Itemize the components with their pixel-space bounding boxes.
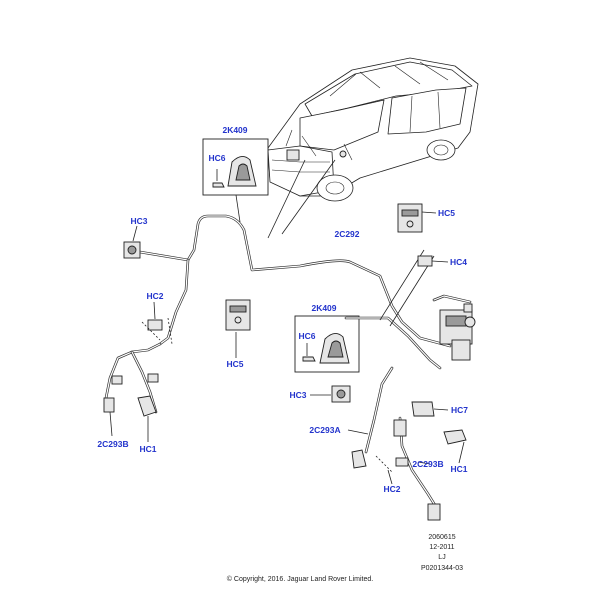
callout-hc5-left[interactable]: HC5 — [226, 359, 243, 369]
callout-hc2-bottom[interactable]: HC2 — [383, 484, 400, 494]
hose-left — [103, 373, 159, 442]
clip-hc3-left — [123, 225, 141, 259]
callout-2c293b-left[interactable]: 2C293B — [97, 439, 128, 449]
bracket-hc4 — [417, 255, 449, 267]
drawing-reference: P0201344-03 — [421, 565, 463, 572]
hydraulic-modulator-abs — [439, 303, 476, 361]
hose-right — [375, 419, 467, 521]
callout-hc5-right-top[interactable]: HC5 — [438, 208, 455, 218]
inset-box-bottom — [294, 315, 360, 373]
clip-2c293a — [347, 429, 369, 469]
bracket-hc7 — [411, 401, 449, 417]
callout-2c293b-right[interactable]: 2C293B — [412, 459, 443, 469]
drawing-initials: LJ — [438, 554, 445, 561]
footer-meta: 2060615 12-2011 LJ P0201344-03 © Copyrig… — [227, 534, 463, 583]
callout-2c292[interactable]: 2C292 — [334, 229, 359, 239]
callout-hc2-left[interactable]: HC2 — [146, 291, 163, 301]
inset-box-top — [202, 138, 269, 223]
drawing-date: 12-2011 — [429, 544, 454, 551]
callout-2k409-bottom[interactable]: 2K409 — [311, 303, 336, 313]
callout-hc4[interactable]: HC4 — [450, 257, 467, 267]
callouts: 2K409 HC6 HC3 HC5 2C292 HC4 HC2 2K409 HC… — [97, 125, 468, 494]
callout-hc6-top[interactable]: HC6 — [208, 153, 225, 163]
callout-2c293a[interactable]: 2C293A — [309, 425, 340, 435]
callout-2k409-top[interactable]: 2K409 — [222, 125, 247, 135]
copyright: © Copyright, 2016. Jaguar Land Rover Lim… — [227, 575, 373, 583]
callout-hc1-right[interactable]: HC1 — [450, 464, 467, 474]
drawing-code: 2060615 — [428, 534, 455, 541]
callout-hc7[interactable]: HC7 — [451, 405, 468, 415]
junction-block-hc5-left — [225, 299, 251, 358]
clip-hc3-bottom — [310, 385, 351, 403]
callout-hc3-left[interactable]: HC3 — [130, 216, 147, 226]
callout-hc1-left[interactable]: HC1 — [139, 444, 156, 454]
vehicle-illustration — [267, 57, 479, 202]
junction-block-top-right — [397, 203, 437, 233]
callout-hc6-bottom[interactable]: HC6 — [298, 331, 315, 341]
callout-hc3-bottom[interactable]: HC3 — [289, 390, 306, 400]
vehicle-leaders — [267, 159, 435, 327]
clip-hc2-left — [141, 301, 173, 345]
brake-pipes — [104, 214, 472, 512]
